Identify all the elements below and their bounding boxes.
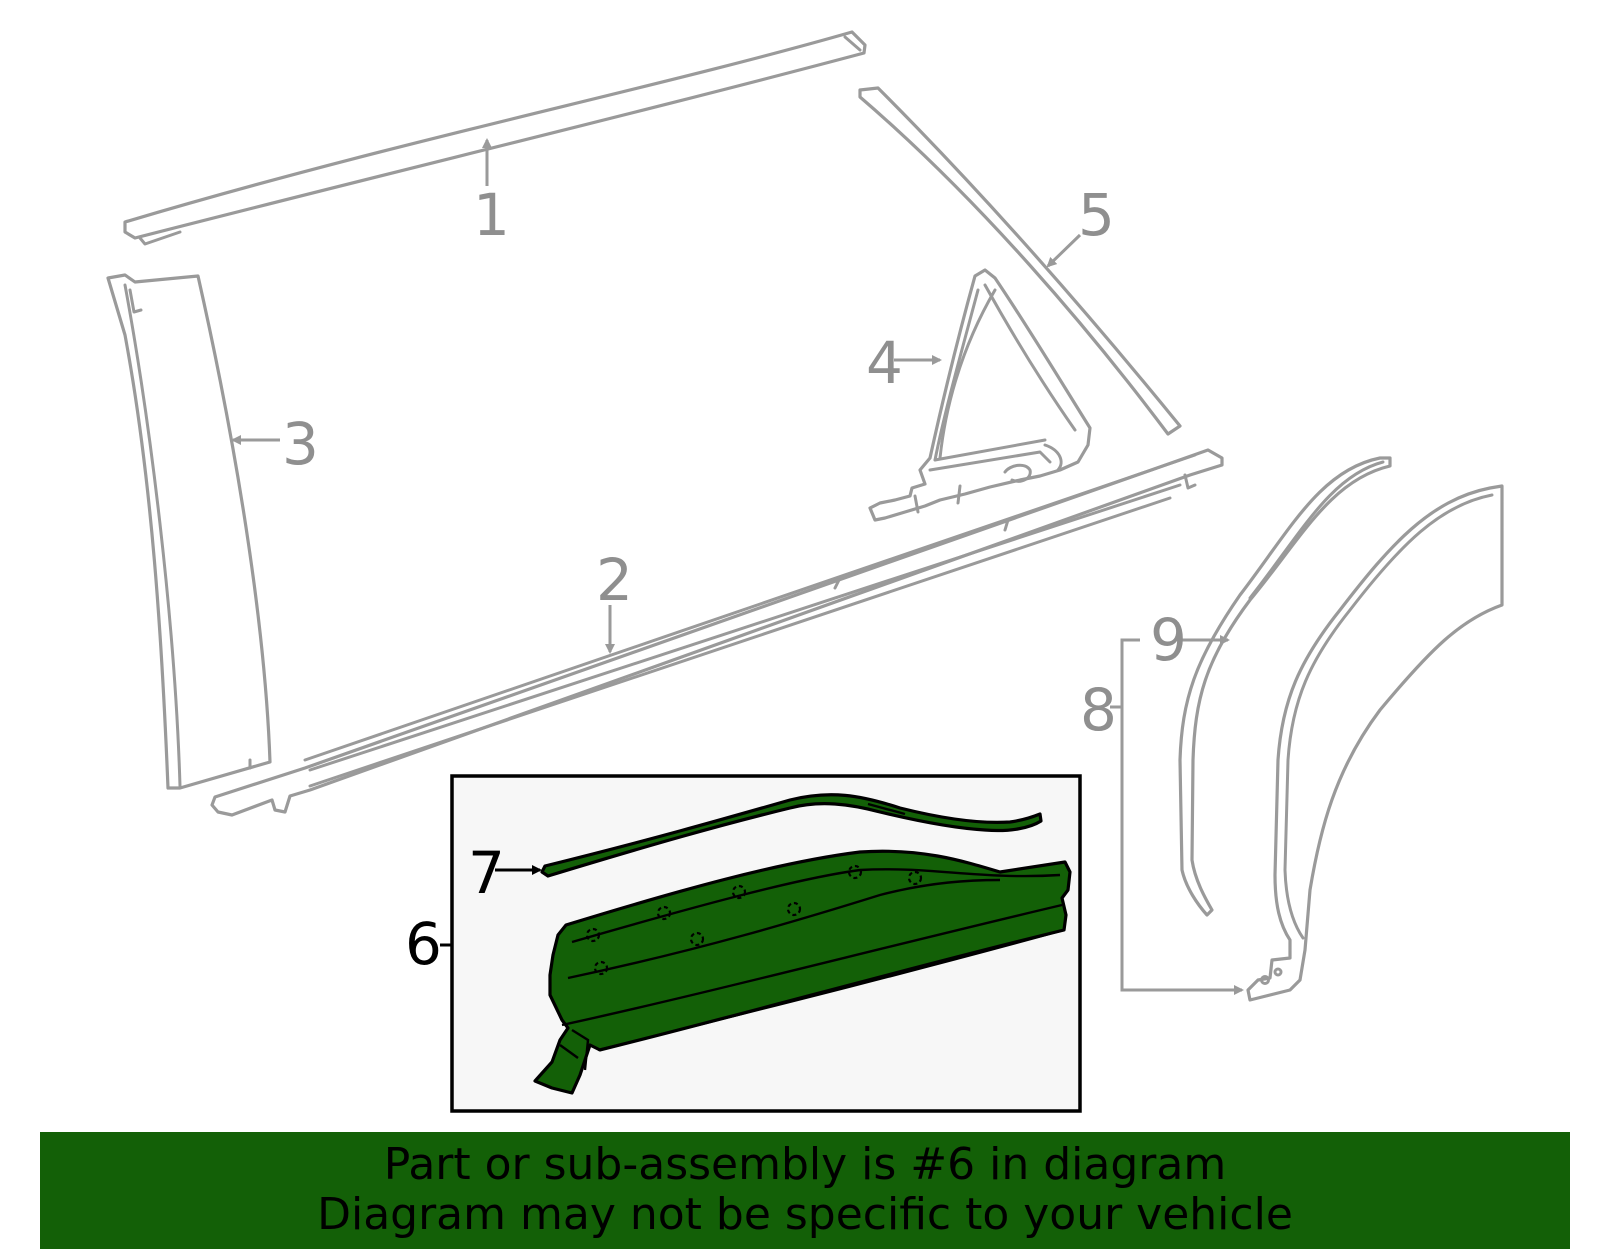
banner-line-2: Diagram may not be specific to your vehi… [317,1189,1293,1240]
part-5-molding-strip [858,86,1182,436]
callout-1: 1 [473,181,510,249]
callout-4: 4 [866,329,903,397]
part-2-belt-molding [210,448,1224,817]
part-9-wheel-opening-molding [1178,456,1392,917]
callout-labels: 1 2 3 4 5 8 9 [282,181,1187,744]
part-8-fender-panel [1246,484,1504,1002]
callout-8: 8 [1080,676,1117,744]
callout-2: 2 [596,546,633,614]
part-3-pillar-applique [106,273,272,790]
callout-3: 3 [282,410,319,478]
part-6-rocker-panel[interactable] [533,849,1072,1095]
callout-6: 6 [405,910,442,978]
highlight-inset: 7 6 [405,774,1082,1113]
leader-lines [231,138,1244,995]
callout-5: 5 [1078,181,1115,249]
part-7-seal-strip [540,793,1043,878]
part-4-quarter-window [868,268,1092,522]
part-1-roof-molding [123,30,867,246]
banner-line-1: Part or sub-assembly is #6 in diagram [383,1139,1227,1190]
callout-9: 9 [1150,606,1187,674]
callout-7: 7 [468,839,505,907]
info-banner: Part or sub-assembly is #6 in diagram Di… [40,1132,1570,1249]
